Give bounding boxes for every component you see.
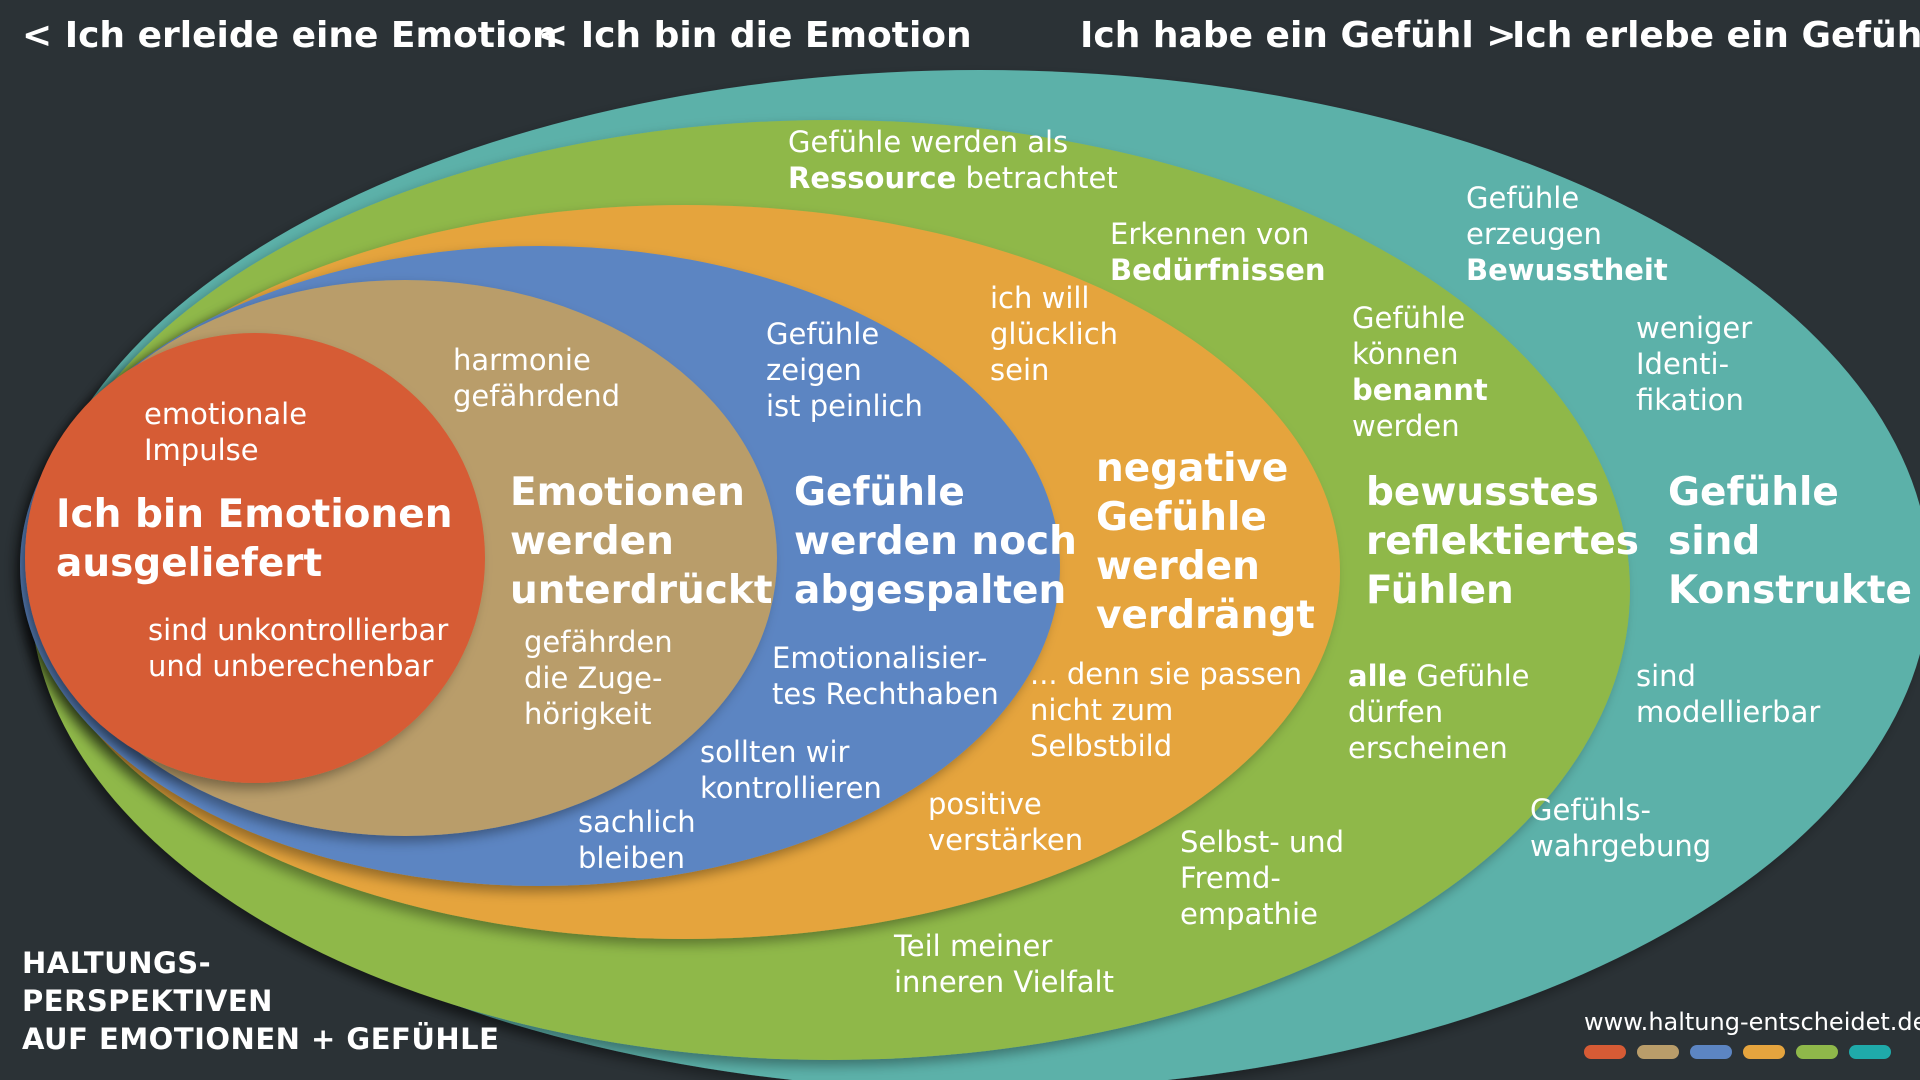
legend-dot-teal [1849,1045,1891,1059]
legend-dot-green [1796,1045,1838,1059]
green-top2-label: Erkennen von Bedürfnissen [1110,217,1326,287]
header-bin: < Ich bin die Emotion [538,15,972,56]
teal-top-label: Gefühle erzeugen Bewusstheit [1466,181,1668,287]
header-erleide: < Ich erleide eine Emotion [22,15,558,56]
header-habe: Ich habe ein Gefühl > [1080,15,1517,56]
green-bottom-label: alle Gefühle dürfen erscheinen [1348,659,1530,765]
blue-bottom-label: Emotionalisier-tes Rechthaben [772,641,999,711]
teal-low-label: Gefühls-wahrgebung [1530,793,1712,863]
legend-dot-red [1584,1045,1626,1059]
green-mid-label: Gefühle können benannt werden [1352,301,1488,443]
legend-dot-orange [1743,1045,1785,1059]
green-top1-label: Gefühle werden als Ressource betrachtet [788,125,1118,195]
header-erlebe: Ich erlebe ein Gefühl > [1512,15,1920,56]
legend-dot-blue [1690,1045,1732,1059]
website-url: www.haltung-entscheidet.de [1584,1008,1920,1036]
red-ellipse [25,333,485,783]
legend-dot-tan [1637,1045,1679,1059]
